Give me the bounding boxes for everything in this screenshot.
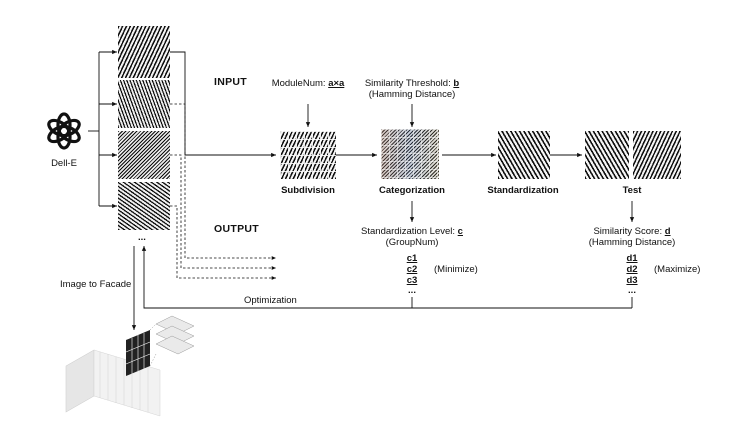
c-value-ellipsis: ... [408, 285, 416, 296]
similarity-score-value: d [664, 226, 671, 237]
standardization-level-label: Standardization Level: c [361, 226, 463, 237]
input-heading: INPUT [214, 76, 247, 88]
isometric-facade-illustration [65, 315, 195, 417]
main-flow-lines [170, 51, 635, 222]
d-value-1: d1 [626, 253, 638, 264]
c-value-1: c1 [406, 253, 418, 264]
test-image-2 [633, 131, 681, 179]
images-ellipsis: ... [138, 232, 146, 243]
test-image-1 [585, 131, 629, 179]
similarity-threshold-value: b [453, 78, 460, 89]
generated-image-2 [118, 80, 170, 128]
generated-image-3 [118, 131, 170, 179]
c-value-3: c3 [406, 275, 418, 286]
similarity-threshold-sub: (Hamming Distance) [368, 89, 456, 100]
optimization-loop [131, 246, 633, 330]
standardization-image [498, 131, 550, 179]
generated-image-4 [118, 182, 170, 230]
d-value-ellipsis: ... [628, 285, 636, 296]
output-dashed-lines [170, 103, 276, 280]
stage-test: Test [622, 185, 642, 196]
module-num-value: a×a [328, 78, 345, 89]
subdivision-image [280, 131, 336, 179]
stage-standardization: Standardization [487, 185, 559, 196]
output-heading: OUTPUT [214, 223, 259, 235]
stage-subdivision: Subdivision [281, 185, 335, 196]
image-to-facade-label: Image to Facade [60, 279, 132, 290]
minimize-label: (Minimize) [434, 264, 478, 275]
standardization-level-value: c [457, 226, 463, 237]
d-value-3: d3 [626, 275, 638, 286]
maximize-label: (Maximize) [654, 264, 701, 275]
d-value-2: d2 [626, 264, 638, 275]
categorization-image [381, 129, 439, 179]
similarity-score-sub: (Hamming Distance) [588, 237, 676, 248]
c-value-2: c2 [406, 264, 418, 275]
optimization-label: Optimization [244, 295, 297, 306]
standardization-level-sub: (GroupNum) [385, 237, 439, 248]
logo-label: Dell-E [51, 158, 77, 169]
similarity-threshold-label: Similarity Threshold: b [364, 78, 460, 89]
openai-logo-icon [47, 112, 81, 150]
branch-lines [88, 49, 117, 209]
generated-image-1 [118, 26, 170, 78]
stage-categorization: Categorization [379, 185, 445, 196]
similarity-score-label: Similarity Score: d [593, 226, 671, 237]
module-num-label: ModuleNum: a×a [271, 78, 345, 89]
